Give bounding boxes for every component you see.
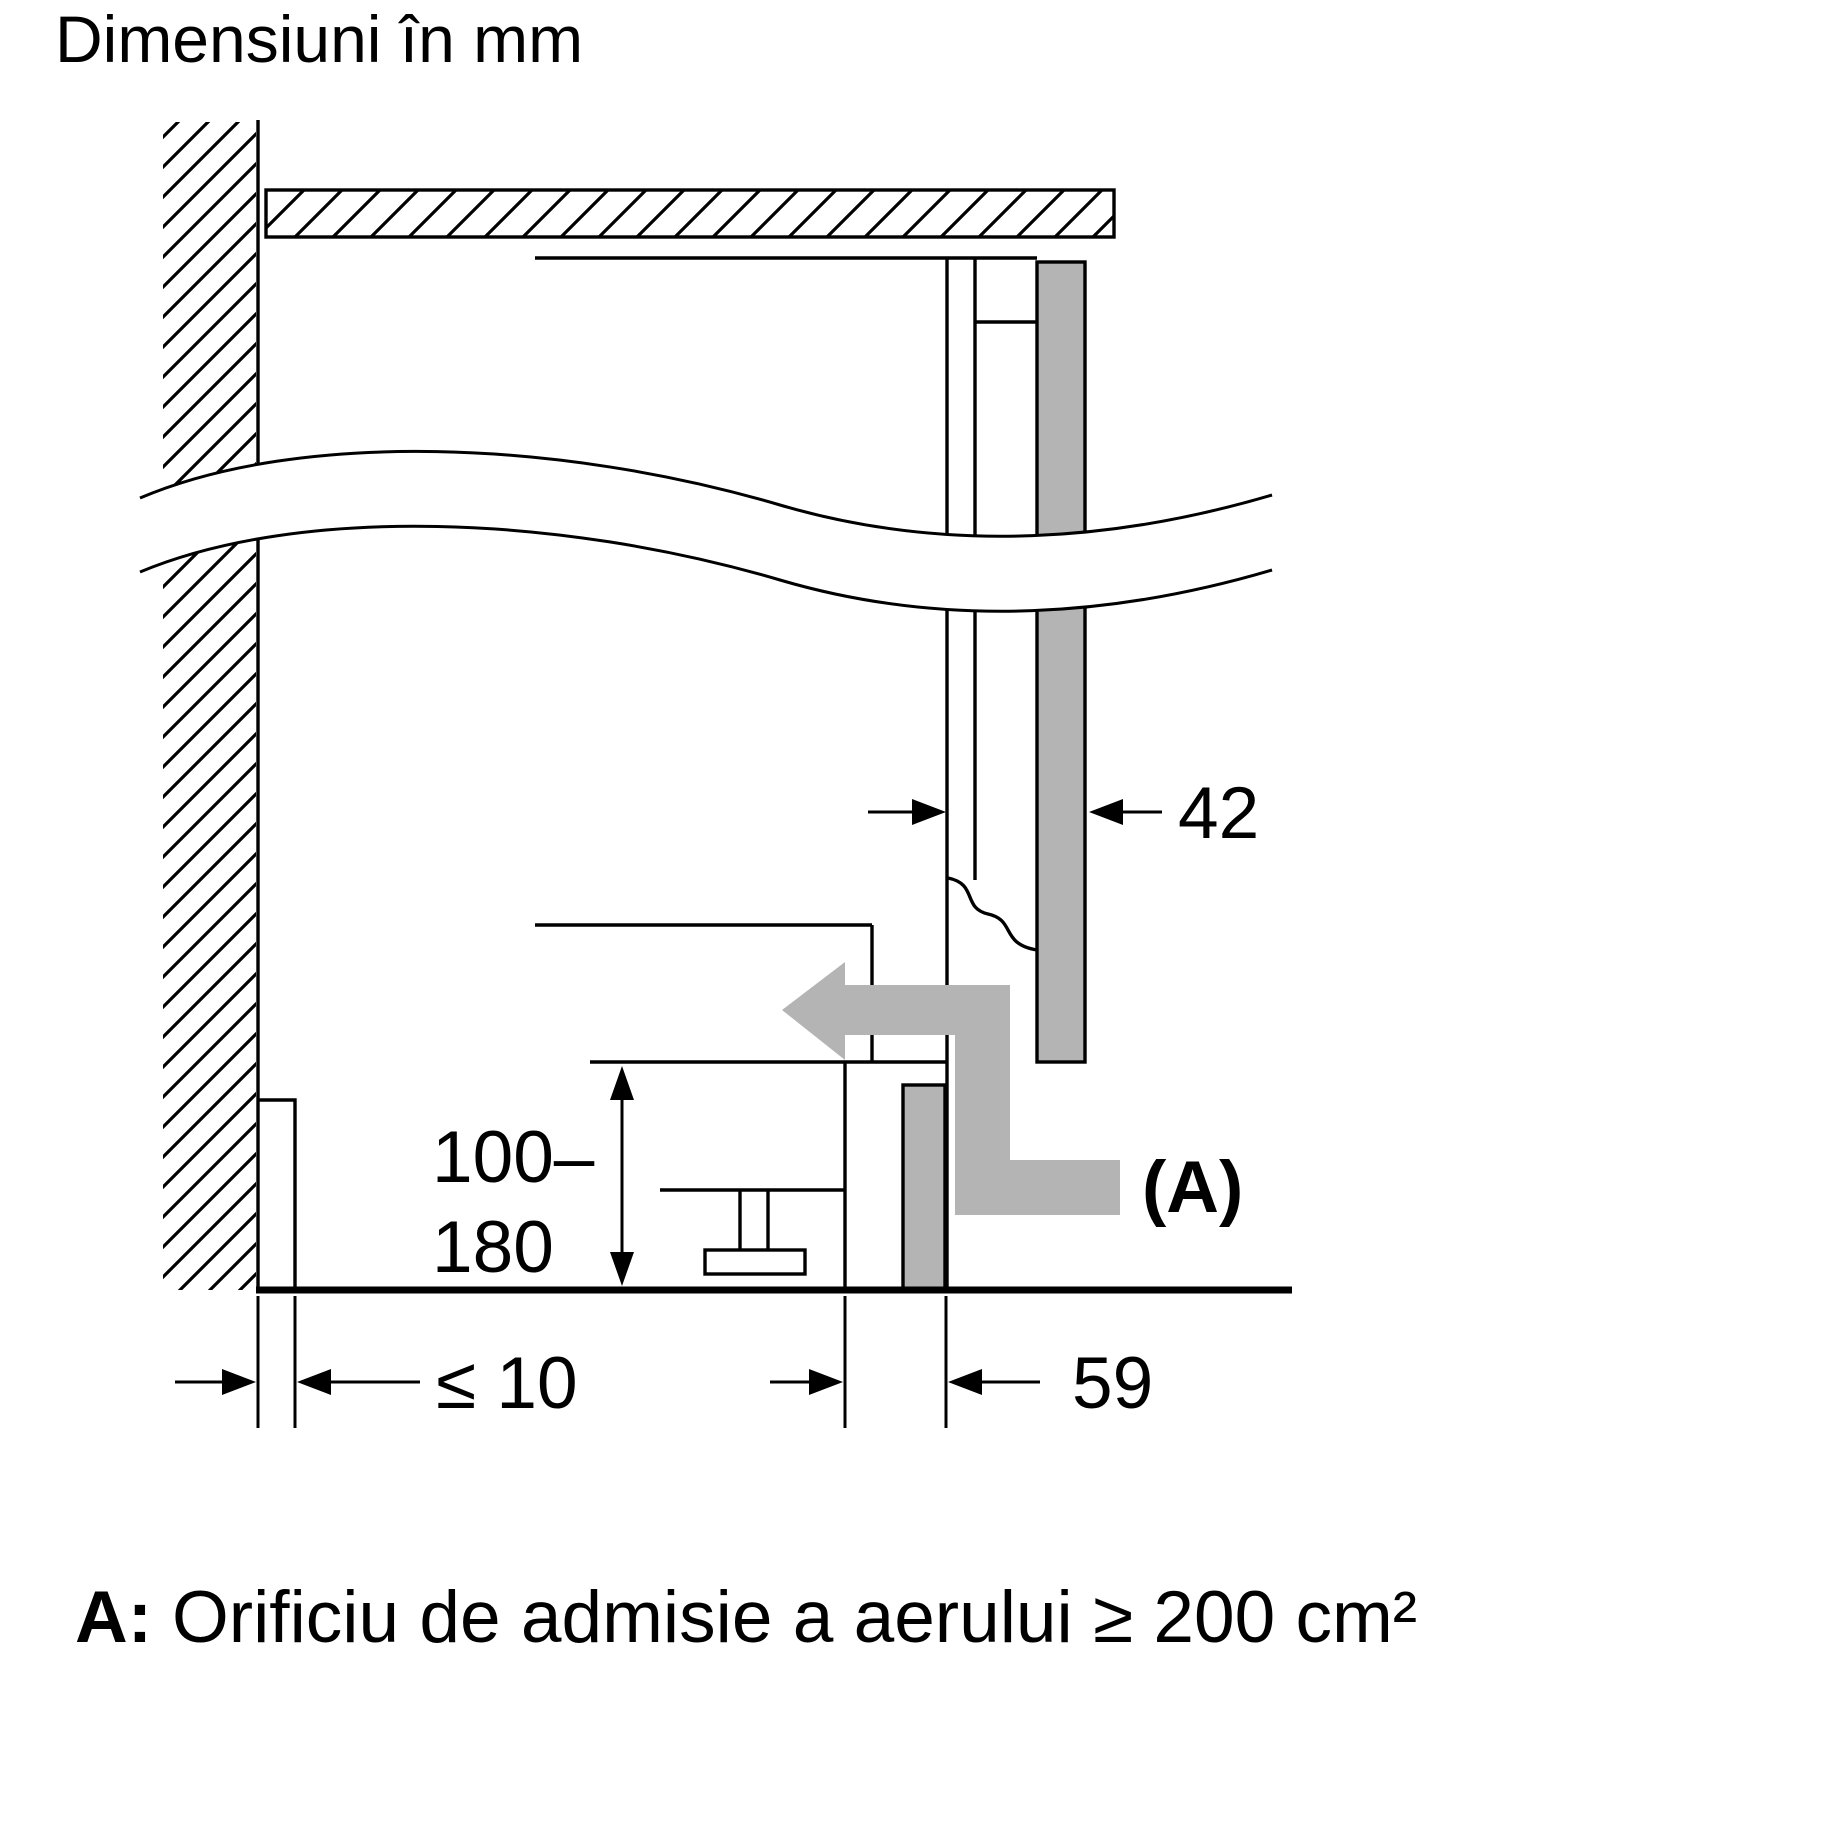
footer-note-text: Orificiu de admisie a aerului ≥ 200 cm² — [172, 1577, 1417, 1658]
arrow-up-icon — [610, 1066, 634, 1100]
arrow-left-icon — [948, 1369, 982, 1395]
dimension-door-thickness: 42 — [868, 773, 1259, 854]
dimension-plinth-height: 100– 180 — [432, 1066, 634, 1288]
wall — [163, 120, 260, 1290]
arrow-down-icon — [610, 1252, 634, 1286]
dimension-bottom: ≤ 10 59 — [175, 1296, 1153, 1428]
dim-100-180-label-line2: 180 — [432, 1207, 554, 1288]
page-title: Dimensiuni în mm — [55, 2, 583, 76]
dim-100-180-label-line1: 100– — [432, 1117, 595, 1198]
arrow-right-icon — [809, 1369, 843, 1395]
footer-note: A: Orificiu de admisie a aerului ≥ 200 c… — [75, 1577, 1417, 1658]
appliance-foot — [703, 1248, 807, 1276]
door-panel — [1035, 260, 1087, 1064]
arrow-left-icon — [1089, 799, 1123, 825]
dim-59-label: 59 — [1072, 1343, 1153, 1424]
arrow-left-icon — [297, 1369, 331, 1395]
air-inlet-label: (A) — [1142, 1147, 1243, 1228]
dim-42-label: 42 — [1178, 773, 1259, 854]
torn-edge-squiggle — [947, 876, 1038, 952]
airflow-arrow — [782, 962, 1120, 1215]
dim-10-label: ≤ 10 — [436, 1343, 578, 1424]
footer-note-label: A: — [75, 1577, 152, 1658]
break-band — [139, 449, 1273, 613]
wall-hatch — [163, 122, 256, 1290]
extension-lines — [256, 1296, 948, 1428]
arrow-right-icon — [912, 799, 946, 825]
arrow-right-icon — [222, 1369, 256, 1395]
plinth-panel — [901, 1083, 947, 1292]
countertop — [264, 188, 1116, 239]
